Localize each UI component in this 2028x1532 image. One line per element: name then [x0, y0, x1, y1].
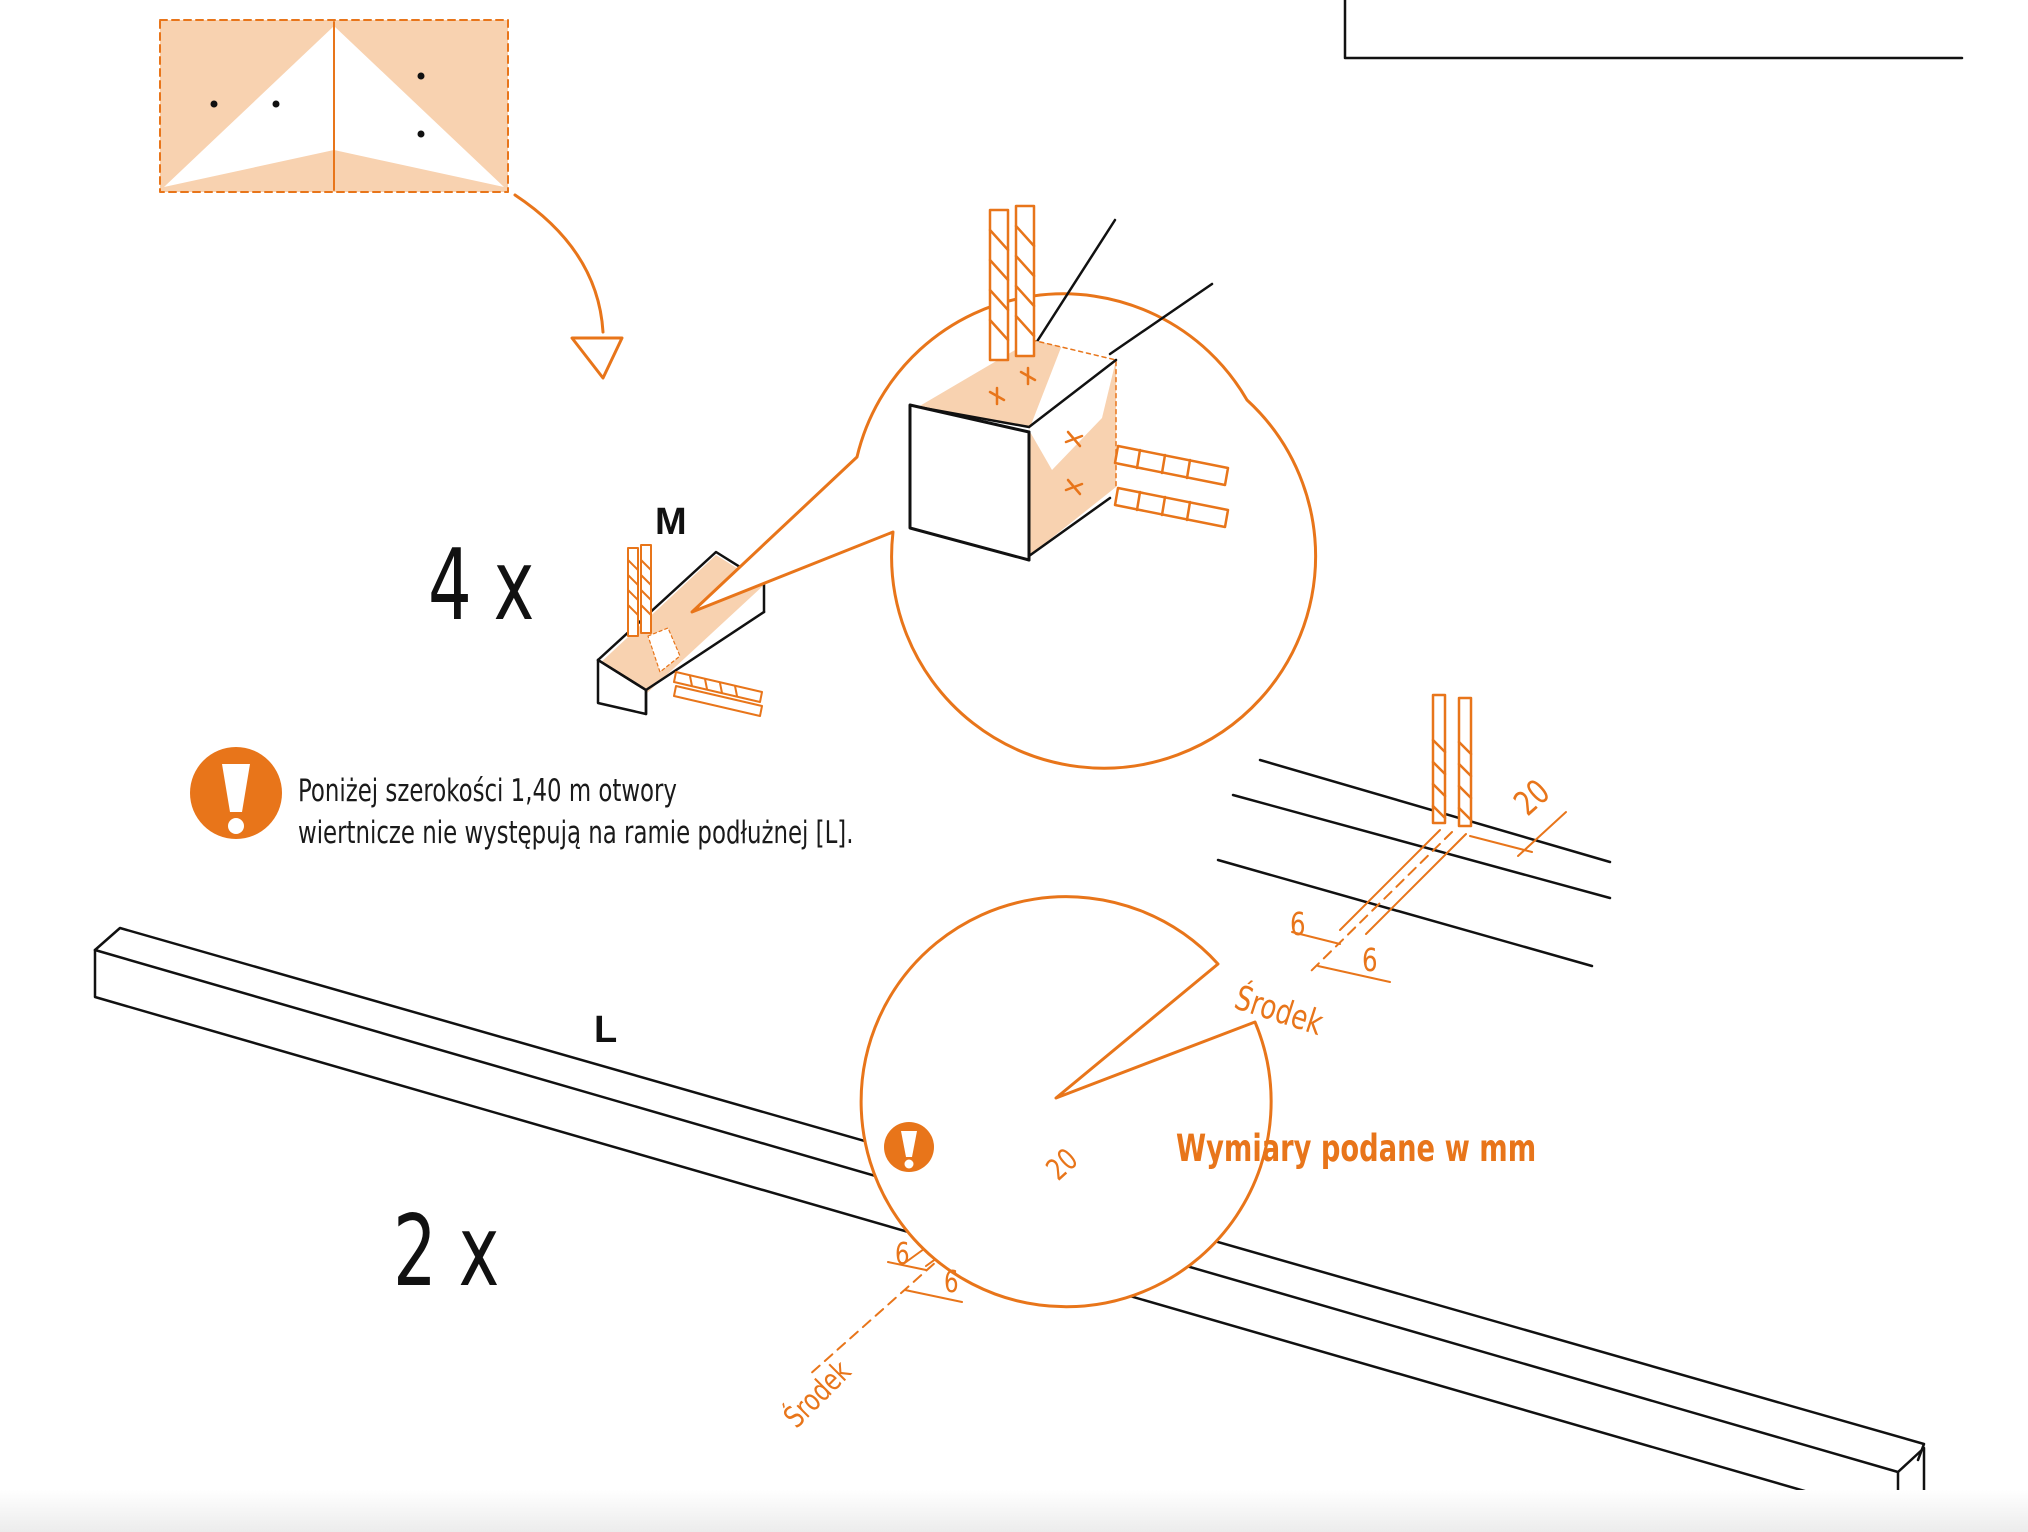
zoom-bubble-end-piece [690, 204, 1318, 770]
warning-line-1: Poniżej szerokości 1,40 m otwory [298, 773, 677, 809]
drill-bit-icon [627, 544, 652, 637]
page-bottom-shadow [0, 1490, 2028, 1532]
drill-bit-icon [1431, 693, 1473, 828]
rail-dim-offset-right: 6 [944, 1265, 959, 1300]
drill-mark [988, 366, 1084, 496]
warning-note: Poniżej szerokości 1,40 m otwory wiertni… [298, 770, 853, 854]
rail-count: 2 x [393, 1195, 500, 1309]
zoom-dim-offset-left: 6 [1290, 905, 1306, 943]
warning-icon [190, 747, 282, 839]
template-hole [417, 130, 425, 138]
template-hole [210, 100, 218, 108]
template-hole [417, 72, 425, 80]
end-piece-part-label: M [655, 501, 687, 543]
drill-template [159, 19, 509, 193]
zoom-dim-offset-right: 6 [1362, 941, 1378, 979]
drill-bit-icon [673, 671, 763, 717]
rail-dim-offset-left: 6 [895, 1237, 910, 1272]
template-hole [272, 100, 280, 108]
warning-line-2: wiertnicze nie występują na ramie podłuż… [298, 815, 854, 851]
end-piece-count: 4 x [428, 529, 535, 643]
dimension-unit-note: Wymiary podane w mm [1176, 1127, 1537, 1170]
frame-corner [1343, 0, 1964, 60]
curved-arrow-icon [513, 193, 624, 380]
drill-bit-icon [988, 204, 1230, 529]
warning-icon [884, 1122, 934, 1172]
rail-part-label: L [594, 1009, 618, 1051]
zoom-bubble-rail [859, 693, 1612, 1309]
